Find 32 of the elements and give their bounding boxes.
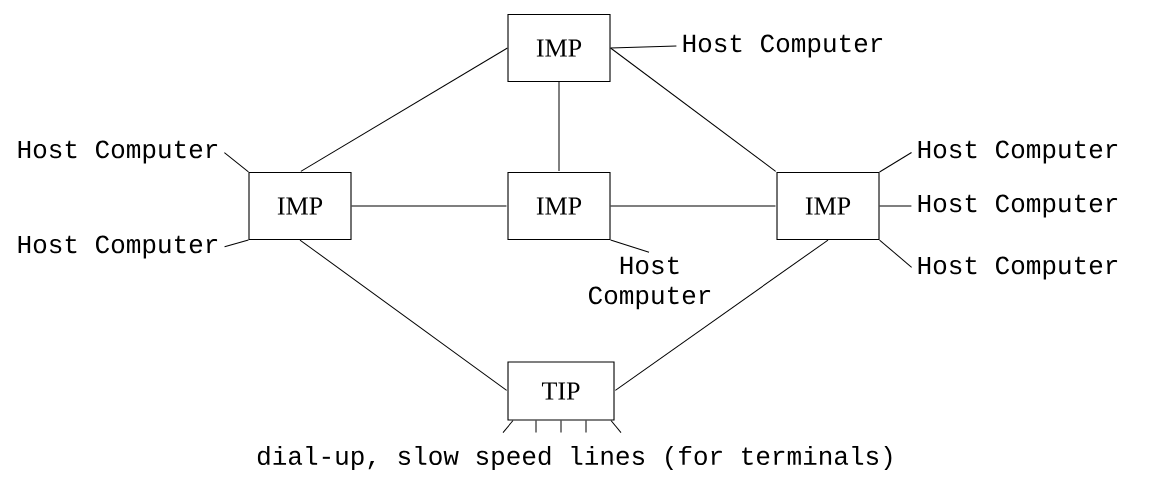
link-line	[879, 239, 913, 268]
tip-box: TIP	[507, 361, 615, 421]
host-label: Host Computer	[683, 34, 883, 58]
link-line	[299, 239, 508, 391]
link-line	[610, 45, 677, 49]
link-line	[610, 239, 650, 253]
link-line	[879, 205, 912, 207]
caption: dial-up, slow speed lines (for terminals)	[257, 445, 892, 471]
link-line	[223, 152, 249, 173]
host-label: Host Computer	[18, 140, 218, 164]
host-label: Host Computer	[589, 256, 711, 310]
terminal-line	[502, 420, 514, 434]
terminal-line	[610, 420, 622, 434]
terminal-line	[560, 420, 562, 434]
link-line	[558, 81, 560, 172]
link-line	[224, 239, 249, 248]
host-label: Host Computer	[918, 140, 1118, 164]
link-line	[300, 47, 508, 172]
terminal-line	[535, 420, 537, 434]
imp-box: IMP	[507, 13, 611, 83]
imp-box: IMP	[248, 171, 352, 241]
link-line	[610, 47, 777, 172]
link-line	[351, 205, 507, 207]
link-line	[614, 239, 829, 391]
host-label: Host Computer	[918, 194, 1118, 218]
imp-box: IMP	[507, 171, 611, 241]
imp-box: IMP	[776, 171, 880, 241]
host-label: Host Computer	[18, 235, 218, 259]
terminal-line	[585, 420, 587, 434]
link-line	[879, 152, 913, 173]
host-label: Host Computer	[918, 256, 1118, 280]
link-line	[610, 205, 776, 207]
